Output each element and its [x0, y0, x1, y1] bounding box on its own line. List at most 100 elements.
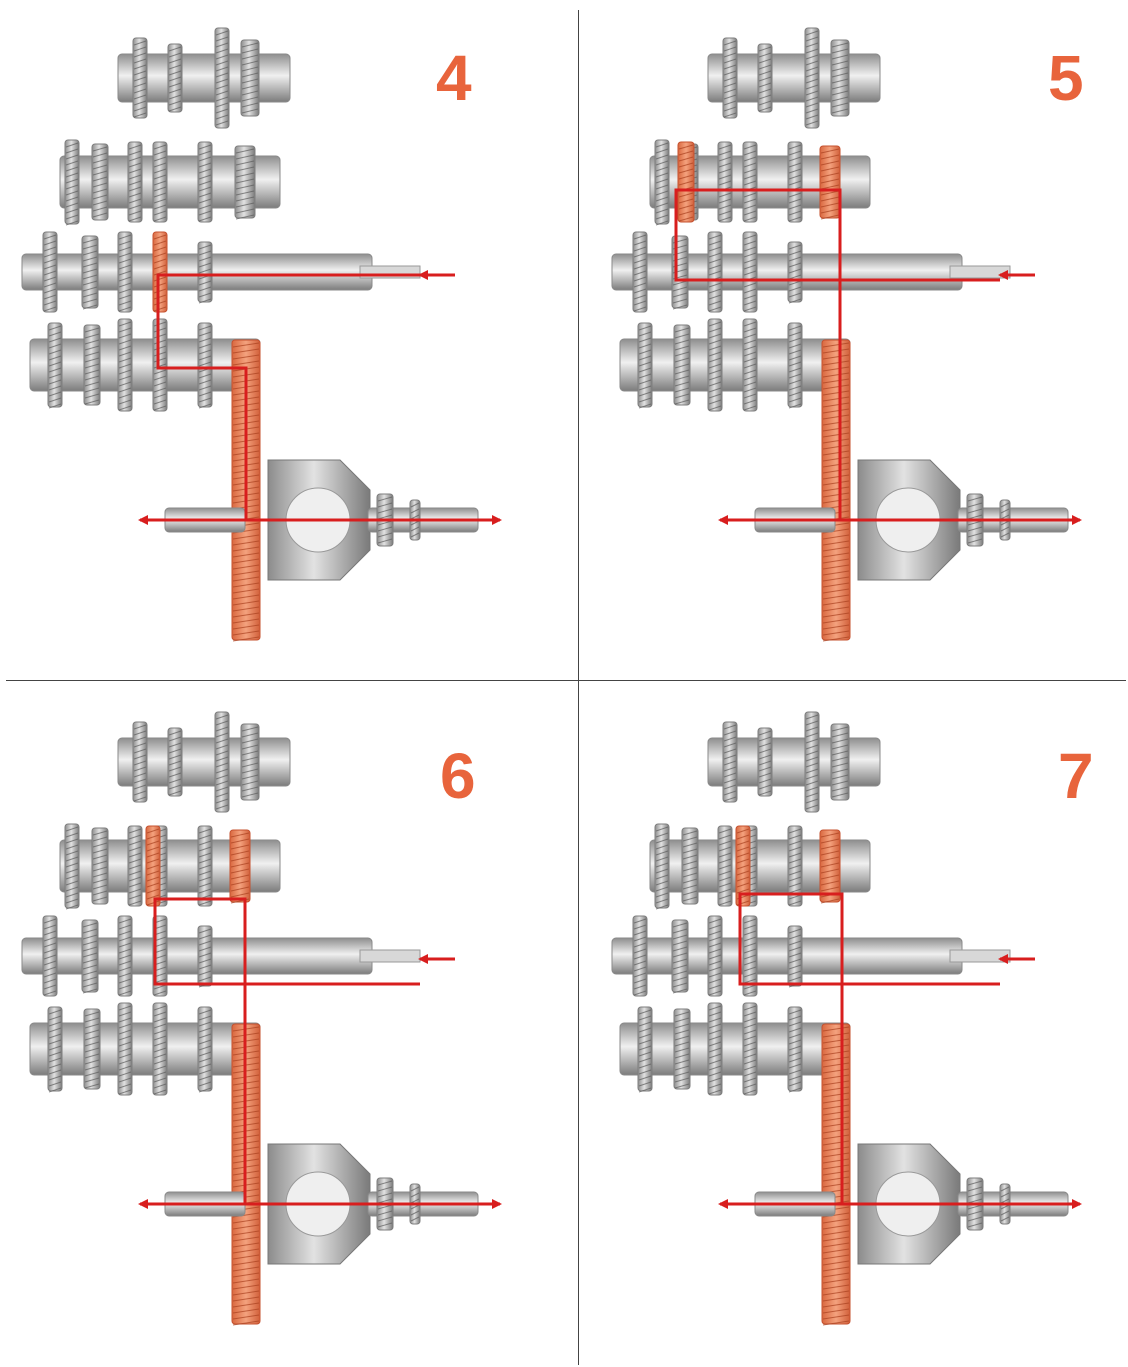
- gear: [82, 920, 98, 993]
- gearbox: [22, 712, 478, 1325]
- gear: [758, 44, 772, 112]
- gear: [118, 916, 132, 996]
- gear: [674, 1009, 690, 1089]
- output-shaft-lower: [30, 339, 260, 391]
- highlighted-gear: [678, 142, 694, 222]
- gear-number-label: 6: [440, 744, 476, 808]
- input-shaft: [22, 254, 372, 290]
- gear: [43, 916, 57, 996]
- gearbox-illustration: [0, 0, 560, 670]
- gearbox-illustration: [0, 684, 560, 1354]
- gear: [215, 712, 229, 812]
- gear: [198, 926, 212, 987]
- gear: [65, 140, 79, 225]
- gear: [743, 1003, 757, 1095]
- highlighted-gear: [820, 830, 840, 903]
- highlighted-gear: [153, 232, 167, 312]
- gear: [638, 1007, 652, 1092]
- panel-gear-5: 5: [580, 0, 1128, 670]
- gear: [805, 712, 819, 812]
- gear: [718, 826, 732, 906]
- highlighted-gear: [820, 146, 840, 219]
- gear: [672, 236, 688, 309]
- gear: [128, 142, 142, 222]
- gear: [633, 916, 647, 996]
- gearbox: [22, 28, 478, 641]
- gearbox-illustration: [580, 0, 1128, 670]
- gear-number-label: 5: [1048, 46, 1084, 110]
- gear: [84, 1009, 100, 1089]
- gear: [633, 232, 647, 312]
- gear: [788, 242, 802, 303]
- gear: [133, 38, 147, 118]
- gear: [758, 728, 772, 796]
- gear: [655, 824, 669, 909]
- gear: [788, 1007, 802, 1092]
- gear: [235, 146, 255, 219]
- gear-number-label: 4: [436, 46, 472, 110]
- gear-number-label: 7: [1058, 744, 1094, 808]
- gear: [638, 323, 652, 408]
- gear: [788, 142, 802, 222]
- gear: [674, 325, 690, 405]
- gear: [43, 232, 57, 312]
- gear: [708, 1003, 722, 1095]
- gear: [708, 916, 722, 996]
- gear: [168, 44, 182, 112]
- gear: [708, 232, 722, 312]
- gear: [198, 323, 212, 408]
- panel-gear-7: 7: [580, 684, 1128, 1354]
- panel-gear-6: 6: [0, 684, 560, 1354]
- gear: [118, 232, 132, 312]
- gear: [92, 144, 108, 220]
- gear: [655, 140, 669, 225]
- output-shaft-lower: [620, 339, 850, 391]
- gear: [133, 722, 147, 802]
- gear: [672, 920, 688, 993]
- gear: [198, 826, 212, 906]
- gear: [723, 722, 737, 802]
- input-shaft-end: [360, 950, 420, 962]
- gear: [153, 319, 167, 411]
- gear: [831, 40, 849, 116]
- gear: [831, 724, 849, 800]
- gear: [118, 319, 132, 411]
- gear: [92, 828, 108, 904]
- input-shaft: [612, 938, 962, 974]
- gear: [153, 1003, 167, 1095]
- gear: [805, 28, 819, 128]
- gear: [118, 1003, 132, 1095]
- output-shaft-lower: [30, 1023, 260, 1075]
- vertical-divider: [578, 10, 579, 1365]
- gear: [153, 142, 167, 222]
- gear: [743, 232, 757, 312]
- gear: [84, 325, 100, 405]
- gear: [198, 142, 212, 222]
- gear: [65, 824, 79, 909]
- gear: [128, 826, 142, 906]
- gear: [168, 728, 182, 796]
- gearbox-illustration: [580, 684, 1128, 1354]
- gear: [743, 319, 757, 411]
- highlighted-gear: [822, 1024, 850, 1325]
- gear: [718, 142, 732, 222]
- gear: [723, 38, 737, 118]
- gear: [241, 40, 259, 116]
- gear: [198, 242, 212, 303]
- output-shaft-lower: [620, 1023, 850, 1075]
- gear: [708, 319, 722, 411]
- highlighted-gear: [146, 826, 160, 906]
- gear: [743, 142, 757, 222]
- gear: [48, 323, 62, 408]
- gear: [788, 926, 802, 987]
- gear: [682, 828, 698, 904]
- panel-gear-4: 4: [0, 0, 560, 670]
- gear: [198, 1007, 212, 1092]
- input-shaft: [612, 254, 962, 290]
- gear: [215, 28, 229, 128]
- horizontal-divider: [6, 680, 1126, 681]
- gear: [48, 1007, 62, 1092]
- gear: [241, 724, 259, 800]
- gear: [788, 323, 802, 408]
